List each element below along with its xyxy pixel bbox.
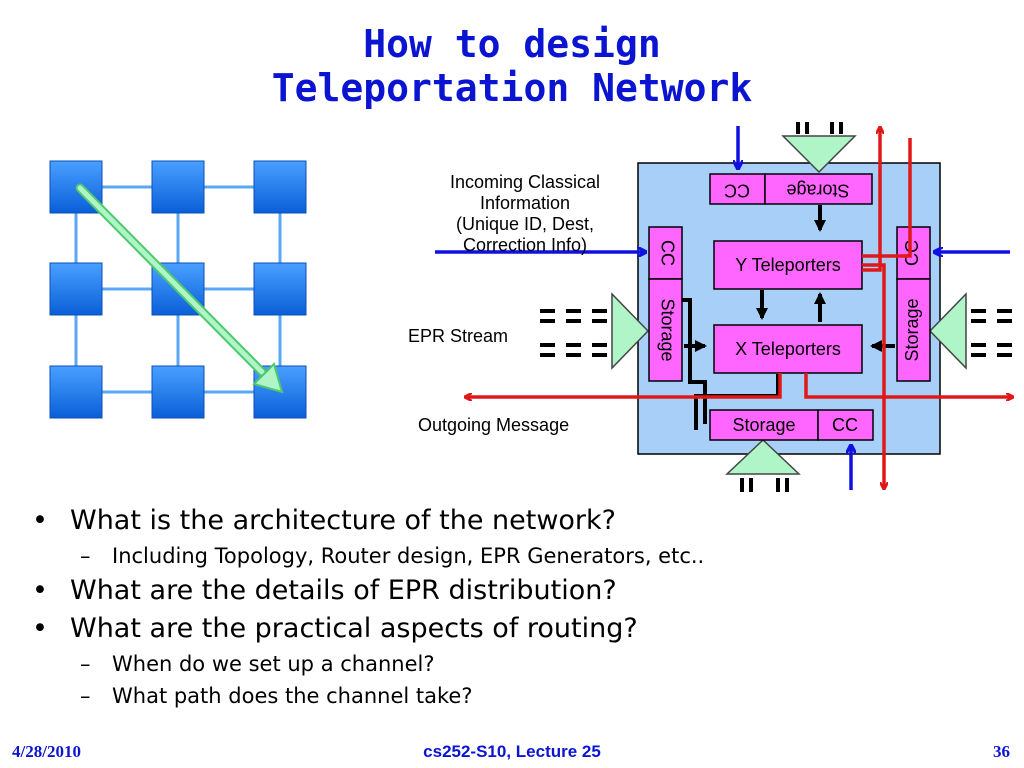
- incoming-info-label: Incoming Classical Information (Unique I…: [418, 172, 632, 256]
- title-line-1: How to design: [363, 22, 661, 66]
- footer-course: cs252-S10, Lecture 25: [423, 742, 601, 761]
- module-right: CC Storage: [896, 226, 931, 382]
- bullet-item: What are the details of EPR distribution…: [30, 572, 1020, 610]
- incoming-line-4: Correction Info): [462, 235, 588, 255]
- epr-stream-label: EPR Stream: [408, 326, 509, 346]
- mesh-node: [253, 262, 307, 316]
- mesh-node: [253, 160, 307, 214]
- x-teleporters: X Teleporters: [713, 324, 863, 374]
- outgoing-message-label: Outgoing Message: [418, 415, 570, 435]
- outgoing-arrows: [466, 128, 1012, 488]
- cc-top-label: CC: [724, 180, 750, 200]
- bullet-item: What are the practical aspects of routin…: [30, 610, 1020, 648]
- mesh-node: [151, 365, 205, 419]
- storage-left-label: Storage: [657, 298, 677, 361]
- module-left: CC Storage: [648, 226, 683, 382]
- title-line-2: Teleportation Network: [271, 66, 753, 110]
- network-diagram: CC Storage CC Storage CC Storage Y Telep…: [49, 122, 1024, 492]
- mesh-node: [151, 160, 205, 214]
- sub-bullet-item: Including Topology, Router design, EPR G…: [30, 540, 1020, 572]
- cc-bottom-label: CC: [832, 415, 858, 435]
- sub-bullet-item: When do we set up a channel?: [30, 648, 1020, 680]
- mesh-node: [49, 365, 103, 419]
- epr-generator-left: [540, 292, 650, 370]
- bullet-item: What is the architecture of the network?: [30, 502, 1020, 540]
- module-bottom: Storage CC: [709, 409, 874, 441]
- y-teleporters: Y Teleporters: [713, 240, 863, 290]
- x-teleporters-label: X Teleporters: [735, 339, 841, 359]
- incoming-line-3: (Unique ID, Dest,: [455, 214, 595, 234]
- storage-top-label: Storage: [786, 180, 849, 200]
- storage-bottom-label: Storage: [732, 415, 795, 435]
- sub-bullet-item: What path does the channel take?: [30, 680, 1020, 712]
- incoming-line-2: Information: [479, 193, 571, 213]
- router: CC Storage CC Storage CC Storage Y Telep…: [435, 122, 1012, 492]
- epr-generator-top: [781, 122, 857, 174]
- mesh-network: [49, 160, 307, 419]
- epr-generator-bottom: [725, 438, 801, 492]
- incoming-line-1: Incoming Classical: [449, 172, 601, 192]
- y-teleporters-label: Y Teleporters: [735, 255, 840, 275]
- storage-right-label: Storage: [902, 298, 922, 361]
- path-arrow: [75, 183, 284, 394]
- module-top: CC Storage: [709, 173, 873, 205]
- footer-date: 4/28/2010: [12, 742, 81, 761]
- incoming-arrows: [435, 126, 1010, 490]
- slide-title: How to design Teleportation Network: [0, 22, 1024, 110]
- epr-generator-right: [928, 292, 1012, 370]
- mesh-node: [49, 262, 103, 316]
- cc-left-label: CC: [657, 240, 677, 266]
- page-number: 36: [993, 742, 1010, 761]
- bullet-list: What is the architecture of the network?…: [30, 502, 1020, 712]
